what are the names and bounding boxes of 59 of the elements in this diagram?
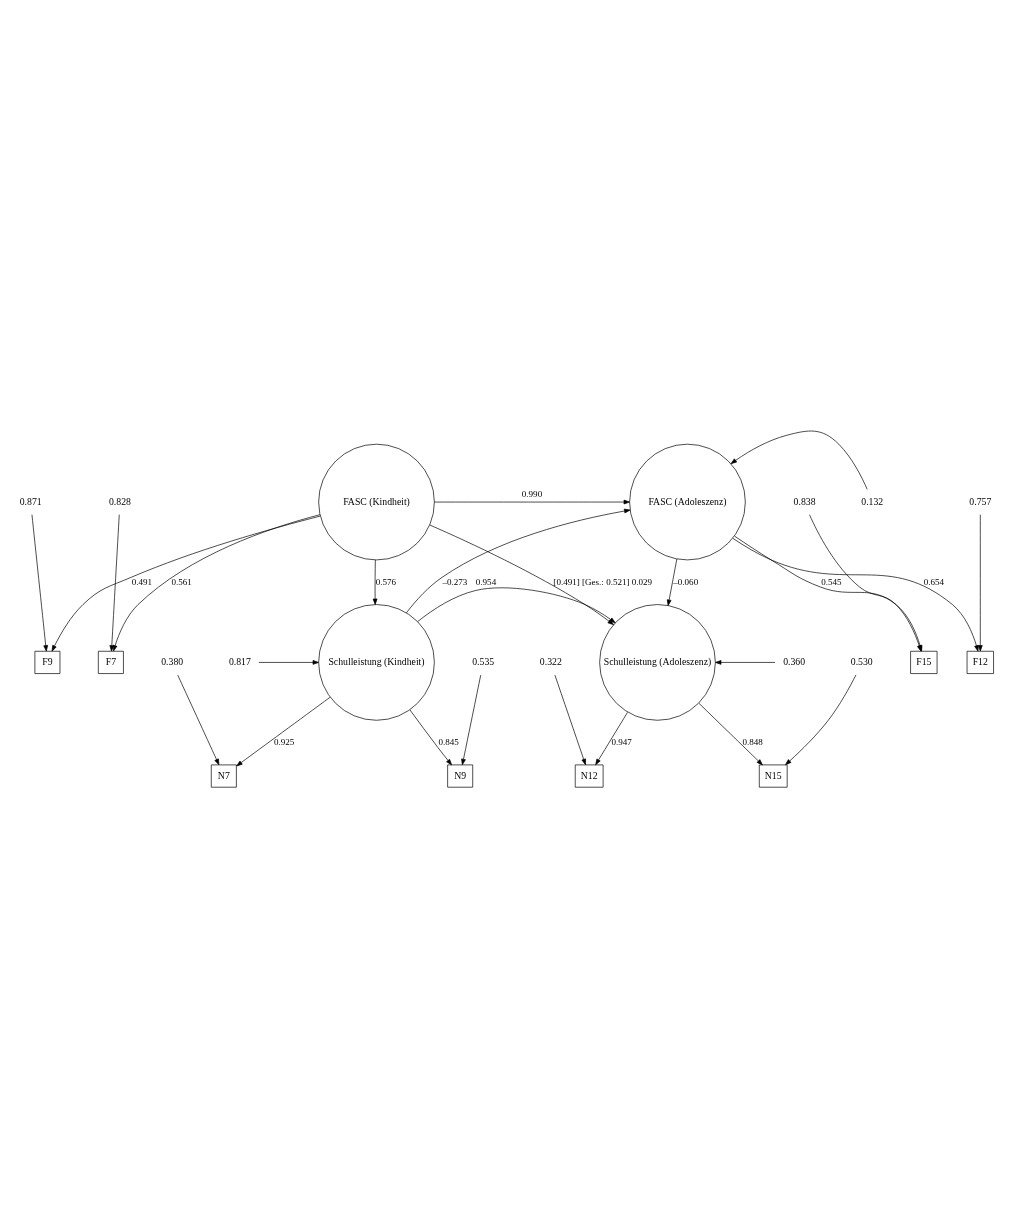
node-text: 0.132 <box>860 495 883 507</box>
edge-label: [0.491] [Ges.: 0.521] 0.029 <box>552 576 652 587</box>
edge-label: 0.925 <box>273 736 294 747</box>
node-box: F12 <box>966 650 994 674</box>
edge-label: 0.654 <box>923 576 944 587</box>
edge-label: 0.848 <box>741 736 763 747</box>
edge-label: 0.561 <box>170 576 192 587</box>
node-box: N12 <box>574 764 603 788</box>
edge-label: 0.491 <box>131 576 152 587</box>
arrow <box>409 708 452 765</box>
arrow <box>666 558 677 606</box>
edge-label: 0.545 <box>820 576 842 587</box>
arrow <box>714 659 775 665</box>
node-text: 0.838 <box>793 495 816 507</box>
arrow <box>405 508 630 613</box>
node-box: N7 <box>210 764 237 788</box>
arrow <box>112 513 320 651</box>
edge-label: 0.576 <box>375 576 396 587</box>
arrow <box>109 513 120 651</box>
arrow <box>977 513 983 651</box>
node-box: F7 <box>97 650 124 674</box>
node-text: 0.535 <box>471 655 494 667</box>
node-text: 0.360 <box>782 655 805 667</box>
edge-label: 0.990 <box>521 488 542 499</box>
arrow <box>257 659 319 665</box>
arrow <box>428 524 614 625</box>
node-circle: FASC (Adoleszenz) <box>628 443 746 560</box>
node-circle: Schulleistung (Adoleszenz) <box>598 603 716 721</box>
arrow <box>730 430 868 490</box>
node-text: 0.322 <box>539 655 562 667</box>
arrow <box>698 702 763 765</box>
node-box: N9 <box>446 764 473 788</box>
arrow <box>51 515 321 651</box>
edge-label: –0.273 <box>442 576 467 587</box>
node-text: 0.828 <box>108 495 131 507</box>
arrow <box>784 674 856 765</box>
node-box: N15 <box>758 764 787 788</box>
node-text: 0.530 <box>850 655 873 667</box>
edge-label: 0.845 <box>438 736 459 747</box>
arrow <box>460 674 481 765</box>
arrow <box>372 559 377 605</box>
arrow <box>31 513 48 651</box>
node-text: 0.817 <box>228 655 251 667</box>
node-circle: Schulleistung (Kindheit) <box>317 603 435 721</box>
arrow <box>433 499 630 504</box>
node-box: F15 <box>909 650 937 674</box>
arrow <box>594 711 628 765</box>
arrow <box>176 674 219 765</box>
edge-label: 0.954 <box>475 576 496 587</box>
node-box: F9 <box>34 650 60 674</box>
node-text: 0.871 <box>19 495 42 507</box>
node-text: 0.380 <box>160 655 183 667</box>
edge-label: 0.947 <box>610 736 632 747</box>
edge-label: –0.060 <box>672 576 698 587</box>
arrow <box>554 674 586 765</box>
arrow <box>235 696 330 766</box>
arrow <box>416 586 616 623</box>
node-text: 0.757 <box>968 495 991 507</box>
node-circle: FASC (Kindheit) <box>317 443 435 560</box>
